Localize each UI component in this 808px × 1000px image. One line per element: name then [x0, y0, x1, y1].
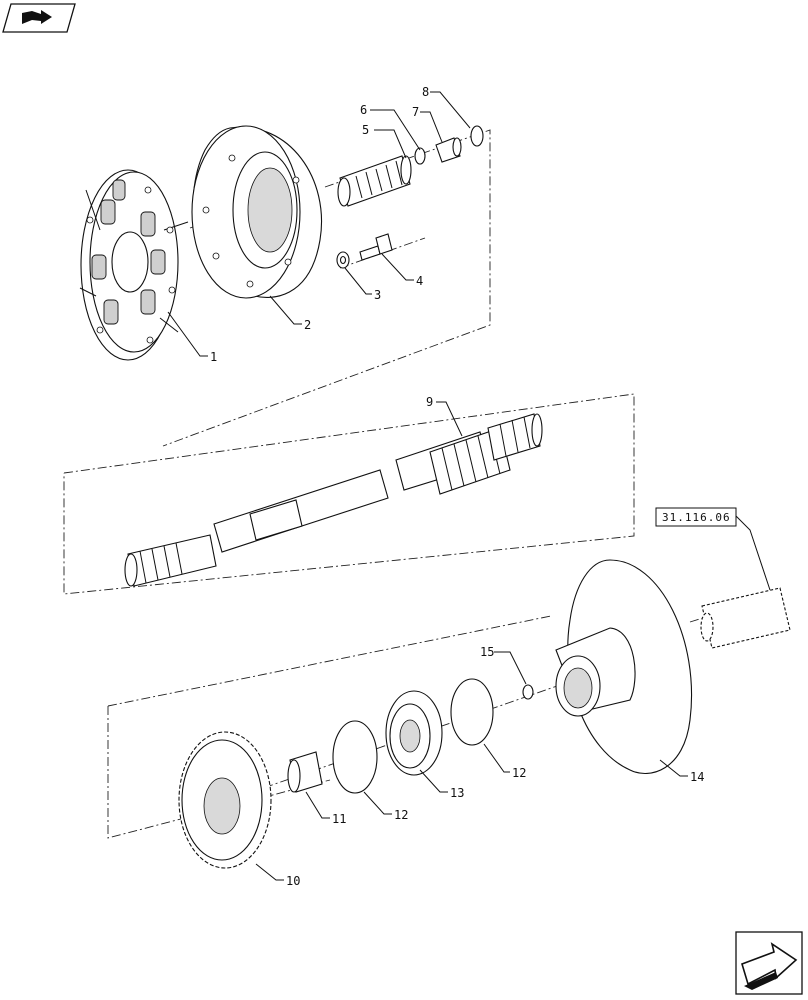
callout-10: 10	[286, 874, 300, 888]
callout-14: 14	[690, 770, 704, 784]
callout-4: 4	[416, 274, 423, 288]
splined-shaft-short-part	[337, 155, 412, 207]
book-arrow-icon[interactable]	[2, 3, 76, 33]
callout-6: 6	[360, 103, 367, 117]
cross-reference-label: 31.116.06	[662, 511, 731, 524]
circlip-left-part	[332, 720, 378, 794]
spacer-part	[287, 751, 323, 793]
washer-part	[336, 251, 350, 269]
gear-part	[178, 731, 272, 869]
retaining-ring-part	[522, 684, 534, 700]
flywheel-housing-part	[191, 125, 322, 299]
page-navigate-arrow-icon[interactable]	[735, 931, 803, 995]
callout-3: 3	[374, 288, 381, 302]
callout-labels: 1 2 3 4 5 6 7 8 9 10 11 12 13 12 14 15	[210, 85, 704, 888]
cross-reference-link[interactable]: 31.116.06	[655, 507, 737, 527]
leader-lines	[167, 91, 771, 881]
callout-2: 2	[304, 318, 311, 332]
bolt-part	[359, 233, 393, 261]
callout-11: 11	[332, 812, 346, 826]
detail-shaft-inset	[700, 587, 791, 649]
callout-13: 13	[450, 786, 464, 800]
torsional-damper-part	[79, 169, 189, 361]
circlip-right-part	[450, 678, 494, 746]
callout-12-left: 12	[394, 808, 408, 822]
drive-flange-part	[555, 559, 692, 774]
callout-9: 9	[426, 395, 433, 409]
callout-15: 15	[480, 645, 494, 659]
callout-7: 7	[412, 105, 419, 119]
callout-5: 5	[362, 123, 369, 137]
pto-shaft-part	[124, 413, 543, 587]
callout-1: 1	[210, 350, 217, 364]
bushing-part	[435, 137, 462, 163]
callout-8: 8	[422, 85, 429, 99]
bearing-part	[385, 690, 443, 776]
snap-ring-part	[414, 147, 426, 165]
callout-12-right: 12	[512, 766, 526, 780]
o-ring-part	[470, 125, 484, 147]
